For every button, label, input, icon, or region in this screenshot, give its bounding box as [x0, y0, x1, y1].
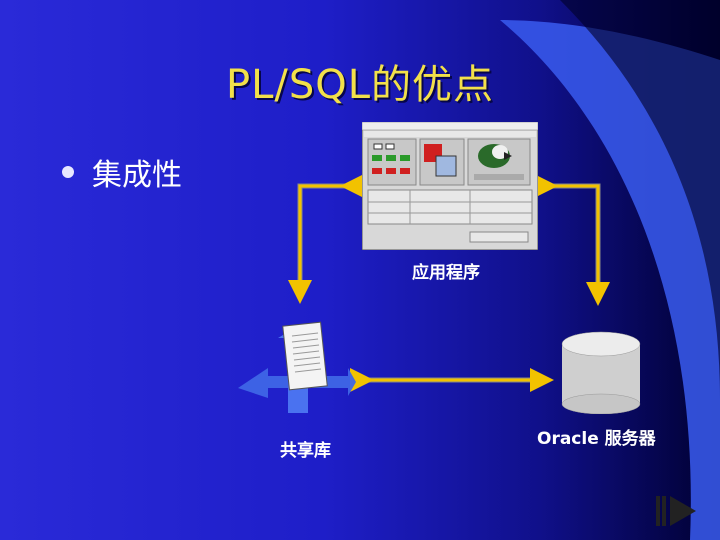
application-window-icon	[362, 122, 538, 250]
application-label: 应用程序	[412, 258, 480, 283]
arrow-app-library	[300, 186, 352, 292]
next-slide-icon[interactable]	[656, 496, 698, 526]
database-icon	[560, 330, 642, 414]
shared-library-icon	[228, 318, 358, 418]
shared-library-label: 共享库	[280, 436, 331, 461]
oracle-server-label: Oracle 服务器	[537, 424, 656, 449]
arrow-app-server	[546, 186, 598, 294]
